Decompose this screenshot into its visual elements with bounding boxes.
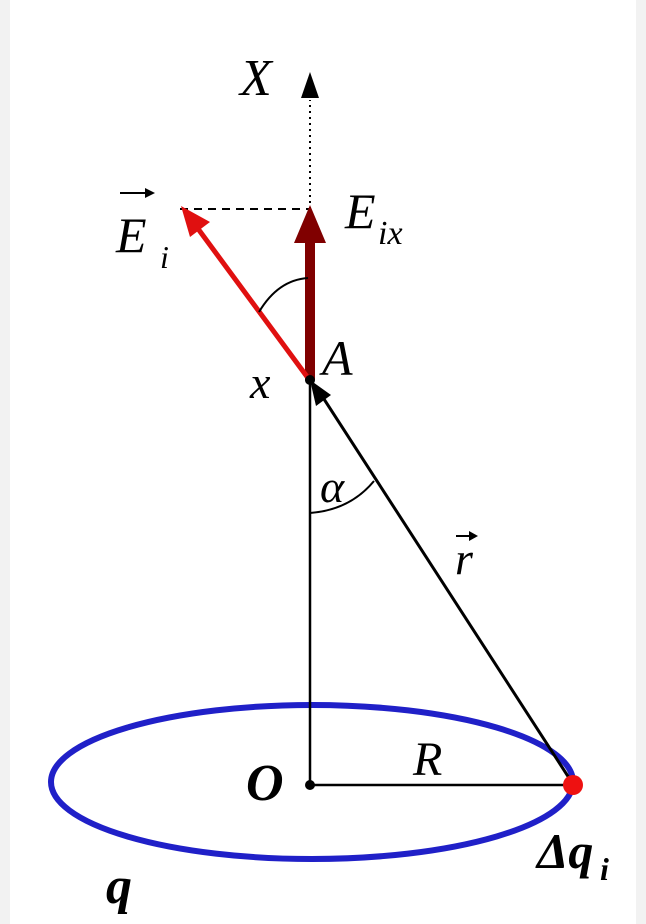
distance-label: x (249, 357, 271, 408)
alpha-arc (309, 480, 375, 514)
field-angle-arc (258, 277, 309, 313)
radius-label: R (412, 733, 442, 786)
point-a-label: A (319, 330, 353, 386)
alpha-label: α (320, 461, 345, 512)
charge-element-dot (563, 775, 583, 795)
axis-label: X (238, 50, 274, 107)
component-label: E (344, 183, 376, 239)
origin-dot (305, 780, 315, 790)
field-vector-subscript: i (160, 239, 169, 275)
point-a-dot (305, 375, 315, 385)
component-vector-arrowhead (294, 205, 326, 243)
component-subscript: ix (378, 215, 403, 252)
charge-element-label: Δq (535, 823, 593, 879)
axis-arrowhead (301, 72, 319, 98)
r-vector-arrowhead (310, 380, 331, 406)
field-vector-shaft (193, 224, 311, 380)
r-vector-over-arrowhead (469, 531, 478, 541)
origin-label: O (246, 755, 284, 812)
field-vector-arrowhead (181, 206, 210, 237)
e-vector-over-arrowhead (145, 188, 155, 198)
ring-field-diagram: X E i E ix A x α r O R Δq i q (48, 50, 609, 915)
charge-element-subscript: i (600, 851, 609, 887)
diagram-canvas: X E i E ix A x α r O R Δq i q (10, 0, 636, 924)
r-vector (320, 395, 573, 782)
total-charge-label: q (106, 858, 132, 915)
r-vector-label: r (455, 533, 474, 584)
field-vector-label: E (115, 207, 147, 263)
